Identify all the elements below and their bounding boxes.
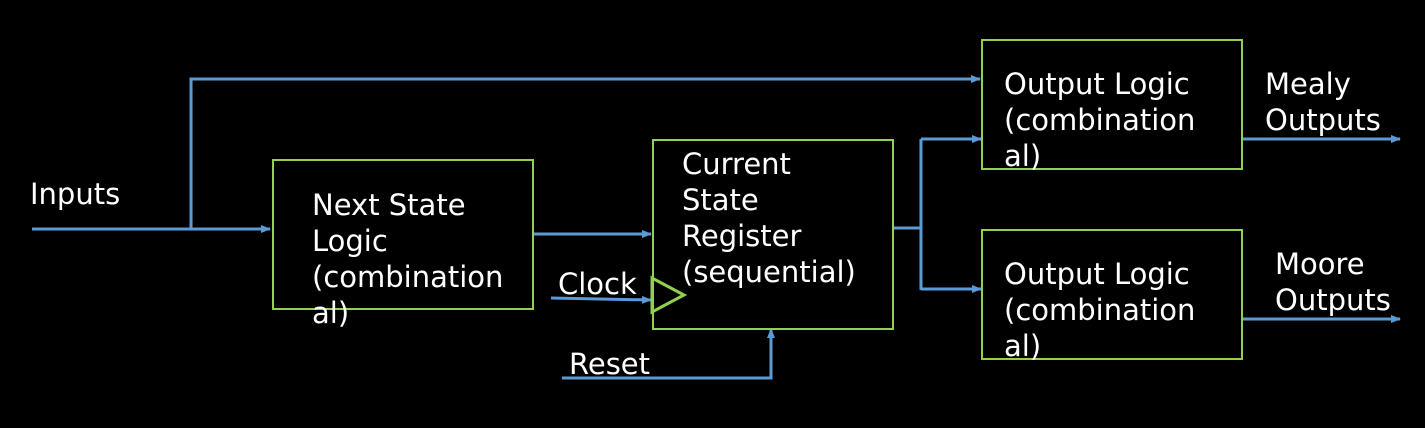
mealy-outputs-line: Mealy <box>1265 67 1351 101</box>
next-state-logic-block <box>272 159 534 310</box>
reset-wire <box>562 328 775 380</box>
clock-wire <box>550 295 652 304</box>
current-state-register-line: Current <box>682 147 791 181</box>
reset-label: Reset <box>569 347 651 381</box>
current-state-register-line: (sequential) <box>682 255 856 289</box>
output-logic-mealy-line: Output Logic <box>1004 67 1190 101</box>
next-state-logic-line: Next State <box>312 188 466 222</box>
moore-outputs-line: Moore <box>1275 247 1365 281</box>
mealy-outputs-line: Outputs <box>1265 103 1381 137</box>
inputs-label: Inputs <box>30 177 121 211</box>
output-logic-mealy-block <box>981 39 1243 170</box>
output-logic-mealy-text: Output Logic (combination al) <box>1004 66 1195 174</box>
output-logic-moore-line: Output Logic <box>1004 257 1190 291</box>
output-logic-moore-block <box>981 229 1243 360</box>
output-logic-moore-line: al) <box>1004 329 1042 363</box>
next-state-logic-line: Logic <box>312 224 388 258</box>
current-state-register-block <box>652 139 894 330</box>
moore-outputs-line: Outputs <box>1275 283 1391 317</box>
inputs-bypass-wire <box>189 75 981 229</box>
next-state-logic-line: (combination <box>312 260 504 294</box>
output-logic-moore-line: (combination <box>1004 293 1196 327</box>
moore-outputs-label: Moore Outputs <box>1275 246 1391 318</box>
next-state-logic-text: Next State Logic (combination al) <box>312 187 503 331</box>
next-state-logic-line: al) <box>312 296 350 330</box>
output-logic-moore-text: Output Logic (combination al) <box>1004 256 1195 364</box>
current-state-register-line: State <box>682 183 759 217</box>
current-state-register-text: Current State Register (sequential) <box>682 146 856 290</box>
output-logic-mealy-line: al) <box>1004 139 1042 173</box>
clock-label: Clock <box>558 267 637 301</box>
mealy-outputs-label: Mealy Outputs <box>1265 66 1381 138</box>
output-logic-mealy-line: (combination <box>1004 103 1196 137</box>
current-state-register-line: Register <box>682 219 802 253</box>
